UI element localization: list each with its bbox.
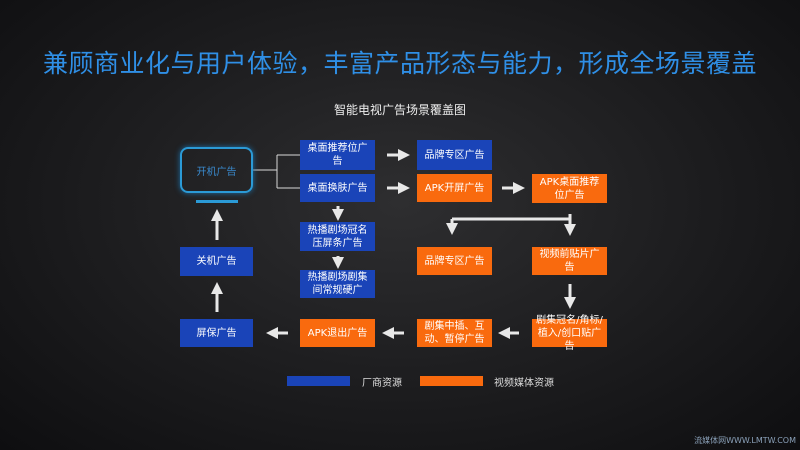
legend-vendor-label: 厂商资源 bbox=[362, 378, 402, 389]
apk-splash-ad-node: APK开屏广告 bbox=[417, 174, 492, 202]
apk-exit-ad-node: APK退出广告 bbox=[300, 319, 375, 347]
episode-title-ad-node: 剧集冠名/角标/植入/创口贴广告 bbox=[532, 315, 607, 352]
pre-roll-ad-node: 视频前贴片广告 bbox=[532, 247, 607, 275]
diagram-title: 智能电视广告场景覆盖图 bbox=[333, 103, 466, 117]
boot-ad-tv-node: 开机广告 bbox=[180, 147, 253, 193]
legend-vendor-swatch bbox=[287, 376, 350, 386]
brand-zone-ad-node-vendor: 品牌专区广告 bbox=[417, 140, 492, 170]
brand-zone-ad-node-media: 品牌专区广告 bbox=[417, 247, 492, 275]
page-title: 兼顾商业化与用户体验，丰富产品形态与能力，形成全场景覆盖 bbox=[42, 49, 757, 78]
screensaver-ad-node: 屏保广告 bbox=[180, 319, 253, 347]
desktop-recommend-ad-node: 桌面推荐位广告 bbox=[300, 140, 375, 170]
legend-media-label: 视频媒体资源 bbox=[494, 378, 554, 389]
tv-stand bbox=[196, 200, 238, 203]
apk-desktop-ad-node: APK桌面推荐位广告 bbox=[532, 174, 607, 203]
mid-roll-ad-node: 剧集中插、互动、暂停广告 bbox=[417, 319, 492, 347]
shutdown-ad-node: 关机广告 bbox=[180, 247, 253, 276]
desktop-skin-ad-node: 桌面换肤广告 bbox=[300, 174, 375, 202]
legend-media-swatch bbox=[420, 376, 483, 386]
hot-theater-title-ad-node: 热播剧场冠名压屏条广告 bbox=[300, 222, 375, 251]
hot-theater-episode-ad-node: 热播剧场剧集间常规硬广 bbox=[300, 270, 375, 298]
watermark: 流媒体网WWW.LMTW.COM bbox=[694, 436, 796, 445]
